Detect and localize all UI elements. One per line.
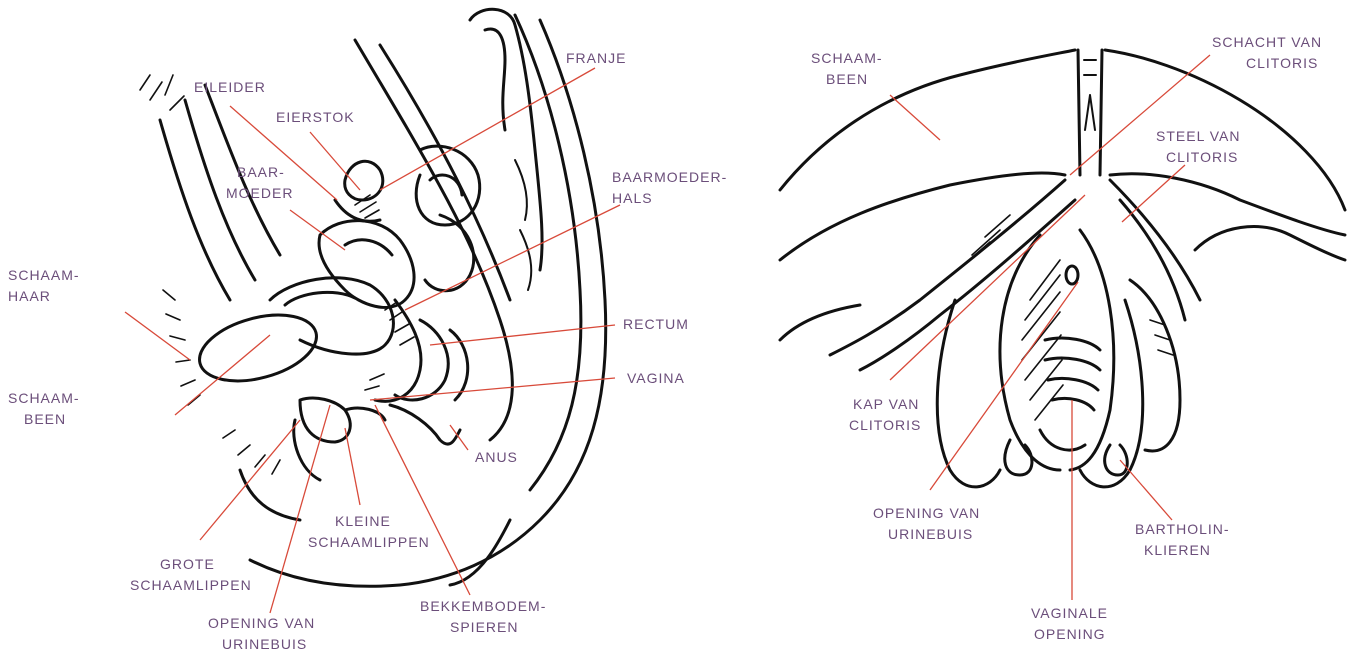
label-schacht-1: SCHACHT VAN bbox=[1212, 34, 1322, 50]
label-kleine-1: KLEINE bbox=[335, 513, 391, 529]
label-r-opening-2: URINEBUIS bbox=[888, 526, 973, 542]
label-baarmoeder-1: BAAR- bbox=[237, 164, 285, 180]
label-bartholin-1: BARTHOLIN- bbox=[1135, 521, 1230, 537]
label-opening-1: OPENING VAN bbox=[208, 615, 315, 631]
label-rectum: RECTUM bbox=[623, 316, 689, 332]
label-grote-1: GROTE bbox=[160, 556, 215, 572]
label-schaambeen-2: BEEN bbox=[24, 411, 66, 427]
label-grote-2: SCHAAMLIPPEN bbox=[130, 577, 252, 593]
label-vagina: VAGINA bbox=[627, 370, 685, 386]
label-eierstok: EIERSTOK bbox=[276, 109, 355, 125]
label-steel-1: STEEL VAN bbox=[1156, 128, 1240, 144]
label-r-opening-1: OPENING VAN bbox=[873, 505, 980, 521]
label-vaginale-1: VAGINALE bbox=[1031, 605, 1108, 621]
label-baarmoederhals-2: HALS bbox=[612, 190, 653, 206]
label-bekken-1: BEKKEMBODEM- bbox=[420, 598, 546, 614]
label-schaambeen-1: SCHAAM- bbox=[8, 390, 80, 406]
label-bekken-2: SPIEREN bbox=[450, 619, 518, 635]
label-franje: FRANJE bbox=[566, 50, 626, 66]
sagittal-section-drawing bbox=[140, 9, 606, 586]
label-schacht-2: CLITORIS bbox=[1246, 55, 1318, 71]
label-vaginale-2: OPENING bbox=[1034, 626, 1106, 642]
label-kap-2: CLITORIS bbox=[849, 417, 921, 433]
label-anus: ANUS bbox=[475, 449, 518, 465]
label-opening-2: URINEBUIS bbox=[222, 636, 307, 652]
label-bartholin-2: KLIEREN bbox=[1144, 542, 1211, 558]
label-schaamhaar-2: HAAR bbox=[8, 288, 51, 304]
label-kap-1: KAP VAN bbox=[853, 396, 919, 412]
label-eileider: EILEIDER bbox=[194, 79, 266, 95]
label-kleine-2: SCHAAMLIPPEN bbox=[308, 534, 430, 550]
label-baarmoeder-2: MOEDER bbox=[226, 185, 293, 201]
left-labels: FRANJE EILEIDER EIERSTOK BAAR- MOEDER BA… bbox=[8, 50, 727, 652]
label-r-schaambeen-1: SCHAAM- bbox=[811, 50, 883, 66]
label-r-schaambeen-2: BEEN bbox=[826, 71, 868, 87]
label-steel-2: CLITORIS bbox=[1166, 149, 1238, 165]
label-schaamhaar-1: SCHAAM- bbox=[8, 267, 80, 283]
label-baarmoederhals-1: BAARMOEDER- bbox=[612, 169, 727, 185]
